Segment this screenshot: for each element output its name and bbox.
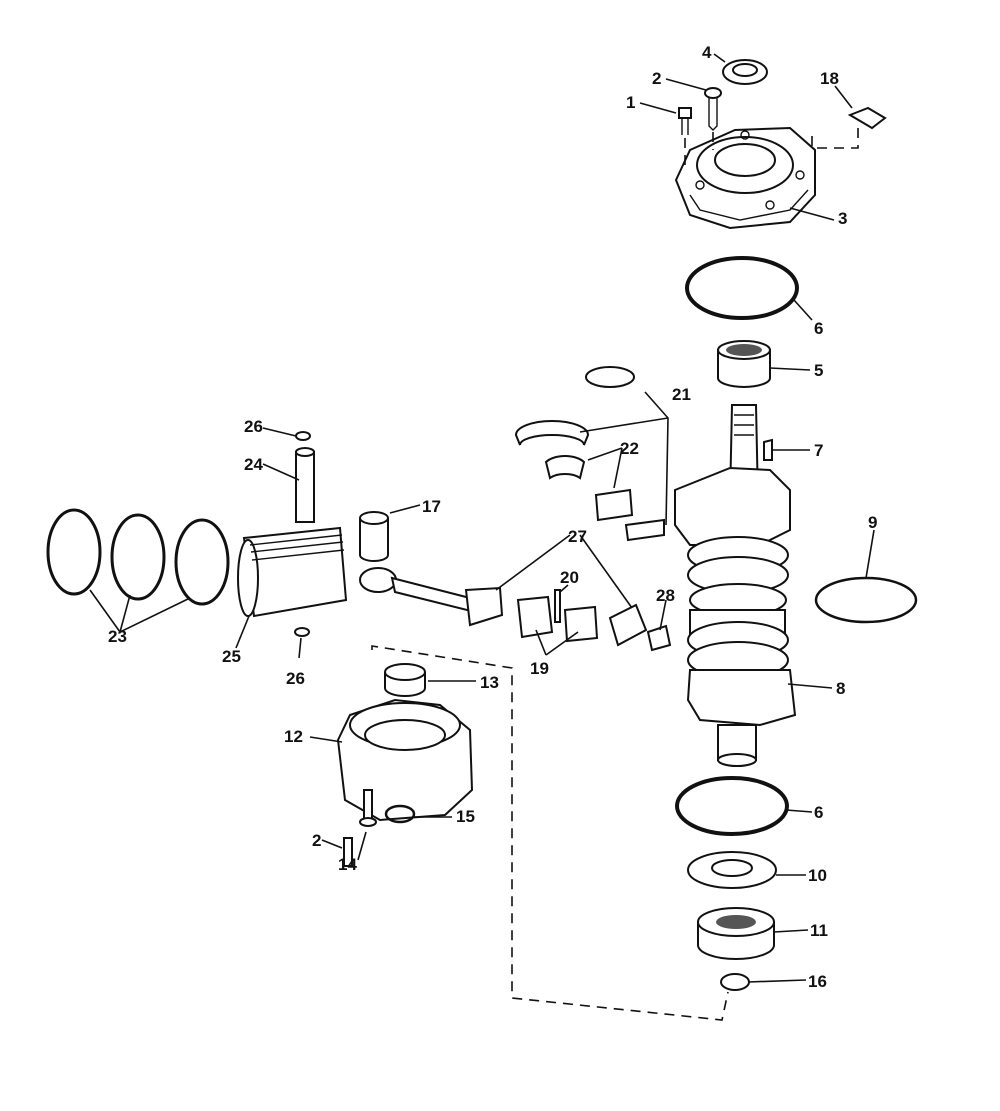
callout-6-top: 6 (814, 319, 823, 338)
o-ring-lower (675, 776, 789, 836)
callout-13: 13 (480, 673, 499, 692)
piston-ring-3 (174, 518, 230, 606)
callout-26-top: 26 (244, 417, 263, 436)
callout-2-bottom: 2 (312, 831, 321, 850)
callout-3: 3 (838, 209, 847, 228)
callout-17: 17 (422, 497, 441, 516)
clip (811, 106, 887, 149)
rod-cap-parts (516, 589, 672, 652)
lower-bearing-housing (336, 698, 474, 822)
callout-11: 11 (810, 921, 828, 940)
callout-12: 12 (284, 727, 303, 746)
housing-screws (678, 87, 722, 168)
callout-15: 15 (456, 807, 475, 826)
upper-seal (722, 59, 768, 85)
retainer-plate (687, 851, 777, 889)
callout-10: 10 (808, 866, 827, 885)
callout-2-top: 2 (652, 69, 661, 88)
callout-27: 27 (568, 527, 587, 546)
lock-ring-lower (294, 627, 310, 637)
callout-5: 5 (814, 361, 823, 380)
callout-6-bottom: 6 (814, 803, 823, 822)
piston-ring-2 (110, 513, 166, 601)
connecting-rod (359, 567, 504, 627)
lock-ring-upper (295, 431, 311, 441)
callout-7: 7 (814, 441, 823, 460)
callout-28: 28 (656, 586, 675, 605)
lower-screws (343, 789, 416, 867)
upper-bearing-housing (674, 126, 816, 230)
ball-bearing (697, 907, 775, 960)
callout-1: 1 (626, 93, 635, 112)
wrist-pin (295, 447, 315, 523)
callout-25: 25 (222, 647, 241, 666)
crankshaft (674, 404, 797, 767)
callout-21: 21 (672, 385, 691, 404)
seal-ring-9 (814, 576, 918, 624)
piston-ring-1 (46, 508, 102, 596)
callout-9: 9 (868, 513, 877, 532)
callout-19: 19 (530, 659, 549, 678)
callout-14: 14 (338, 855, 357, 874)
callout-18: 18 (820, 69, 839, 88)
lower-seal (384, 663, 426, 697)
small-end-bearing (359, 511, 389, 562)
callout-23: 23 (108, 627, 127, 646)
leader-lines (89, 53, 875, 983)
callout-8: 8 (836, 679, 845, 698)
rod-bearing-parts (514, 366, 665, 542)
callout-numbers: 1 2 4 18 3 6 5 21 7 22 9 27 17 26 24 20 … (108, 43, 877, 991)
needle-bearing (717, 340, 771, 388)
callout-26-bottom: 26 (286, 669, 305, 688)
assembly-path (371, 645, 729, 1021)
o-ring-upper (685, 256, 799, 320)
callout-20: 20 (560, 568, 579, 587)
piston (237, 526, 348, 618)
callout-24: 24 (244, 455, 263, 474)
callout-22: 22 (620, 439, 639, 458)
key (763, 438, 773, 461)
callout-16: 16 (808, 972, 827, 991)
snap-ring-16 (720, 973, 750, 991)
callout-4: 4 (702, 43, 712, 62)
